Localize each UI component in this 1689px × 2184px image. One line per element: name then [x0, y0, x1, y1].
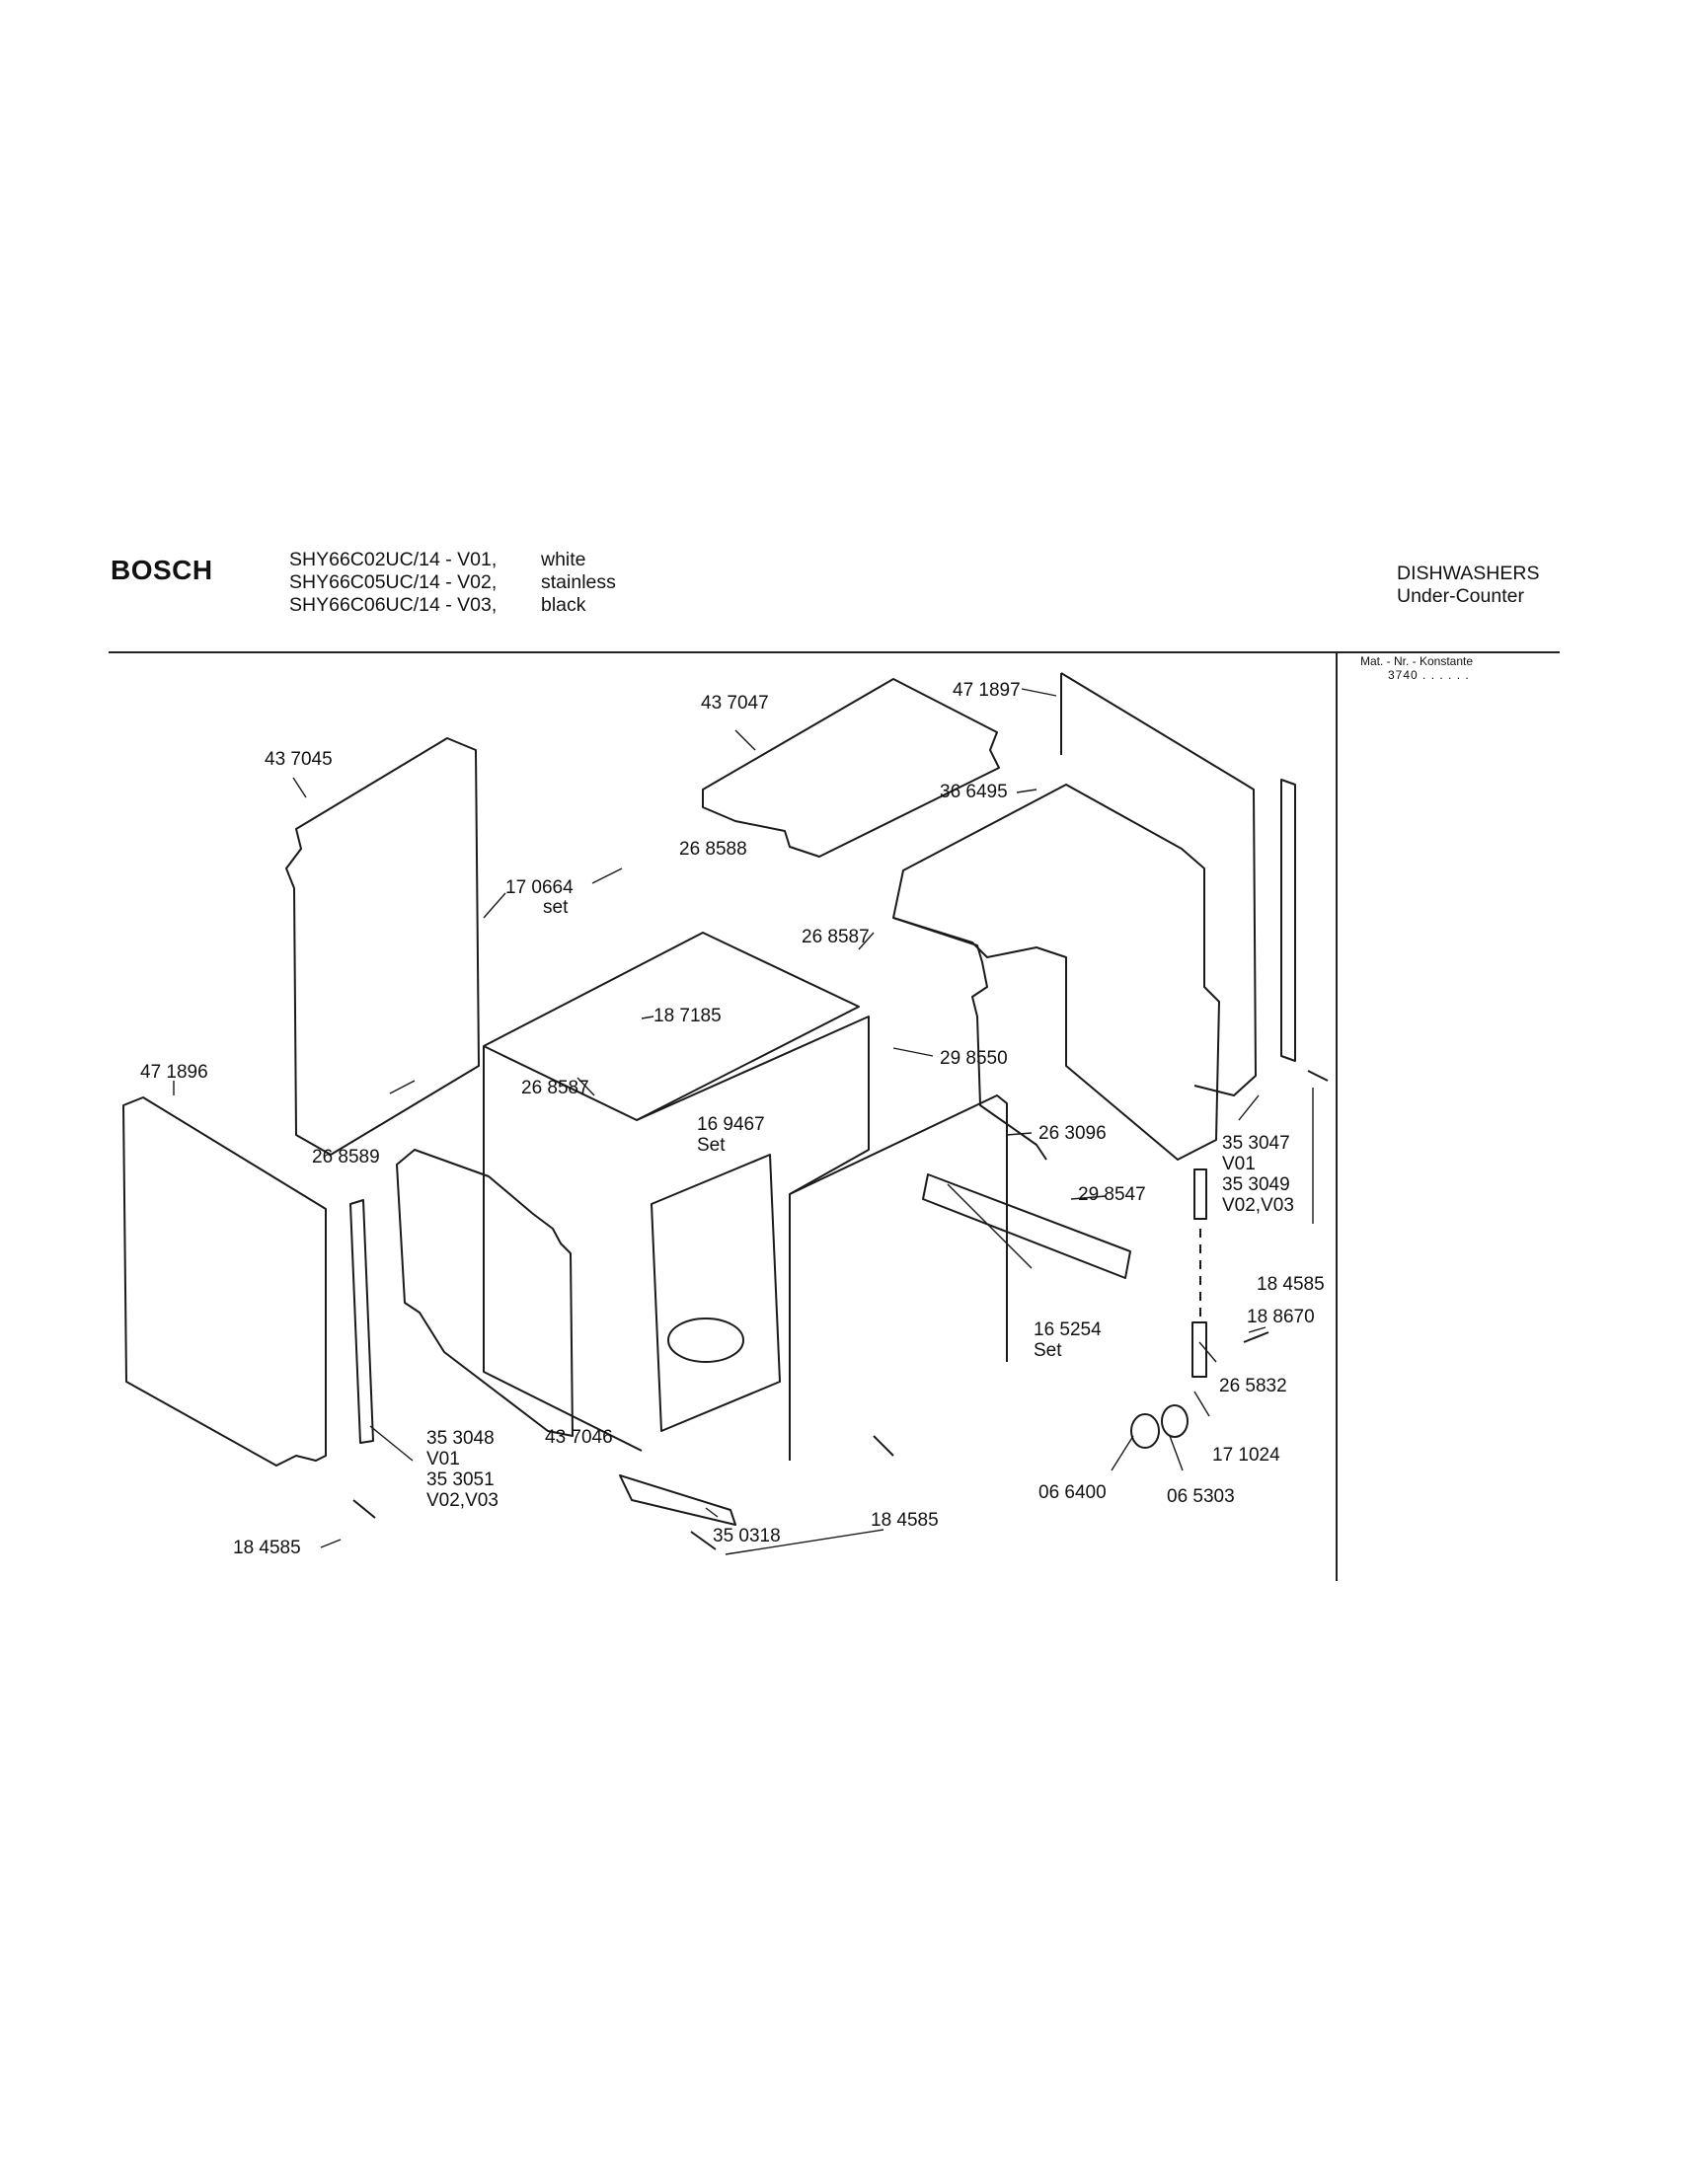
part-label-298547: 29 8547 [1078, 1184, 1146, 1205]
diagram-drawing [122, 672, 1329, 1555]
color-line: stainless [541, 571, 616, 593]
part-label-188670: 18 8670 [1247, 1307, 1315, 1327]
mat-value: 3740 . . . . . . [1388, 668, 1470, 682]
part-label-268587-lower: 26 8587 [521, 1078, 589, 1098]
hose-upper [1193, 1168, 1207, 1220]
part-label-263096: 26 3096 [1038, 1123, 1107, 1144]
color-line: white [541, 549, 586, 570]
part-label-187185: 18 7185 [653, 1006, 722, 1026]
screw-right [1307, 1070, 1329, 1082]
back-side-panel [1060, 672, 1257, 1096]
brand-logo: BOSCH [111, 555, 213, 585]
screw-bottom-right [873, 1435, 894, 1457]
part-label-437047: 43 7047 [701, 693, 769, 714]
left-trim-strip [349, 1199, 374, 1444]
model-list: SHY66C02UC/14 - V01, SHY66C05UC/14 - V02… [289, 549, 497, 617]
model-line: SHY66C02UC/14 - V01, [289, 549, 498, 570]
part-label-184585-bottom: 18 4585 [871, 1510, 939, 1531]
nut-ring [1161, 1404, 1189, 1438]
part-label-066400: 06 6400 [1038, 1482, 1107, 1503]
top-cover-panel [702, 678, 1000, 858]
color-list: white stainless black [541, 549, 616, 617]
screw-left-bottom [352, 1499, 376, 1519]
category-line: Under-Counter [1397, 585, 1524, 607]
hose-lower [1191, 1321, 1207, 1378]
category-line: DISHWASHERS [1397, 563, 1540, 584]
door-bracket [922, 1173, 1131, 1279]
side-divider [1336, 653, 1338, 1581]
tub-inner [651, 1154, 781, 1432]
part-label-184585-left: 18 4585 [233, 1538, 301, 1558]
header-divider [109, 651, 1560, 653]
screw-bottom-middle [690, 1531, 717, 1550]
part-label-268589: 26 8589 [312, 1147, 380, 1167]
part-label-471897: 47 1897 [953, 680, 1021, 701]
part-label-268588: 26 8588 [679, 839, 747, 860]
model-line: SHY66C06UC/14 - V03, [289, 594, 498, 616]
part-label-268587-upper: 26 8587 [802, 927, 870, 947]
color-line: black [541, 594, 586, 616]
tub-front-frame [636, 1016, 870, 1362]
leader-lines [173, 688, 1314, 1555]
tub-top [483, 932, 860, 1121]
part-label-366495: 36 6495 [940, 782, 1008, 802]
right-insulation-panel [892, 784, 1220, 1161]
material-constant: Mat. - Nr. - Konstante 3740 . . . . . . [1360, 654, 1473, 682]
model-line: SHY66C05UC/14 - V02, [289, 571, 498, 593]
left-outer-panel [122, 1096, 327, 1467]
tub-left [483, 1046, 643, 1452]
part-label-437045: 43 7045 [265, 749, 333, 770]
left-side-panel [285, 737, 480, 1156]
front-panel [396, 1149, 574, 1437]
product-category: DISHWASHERS Under-Counter [1397, 563, 1539, 608]
part-label-350318: 35 0318 [713, 1526, 781, 1546]
part-label-265832: 26 5832 [1219, 1376, 1287, 1396]
part-label-184585-right: 18 4585 [1257, 1274, 1325, 1295]
part-label-298550: 29 8550 [940, 1048, 1008, 1069]
part-label-065303: 06 5303 [1167, 1486, 1235, 1507]
right-insulation-inner [892, 917, 1047, 1161]
part-label-171024: 17 1024 [1212, 1445, 1280, 1466]
part-label-437046: 43 7046 [545, 1427, 613, 1448]
washer-ring [1130, 1413, 1160, 1449]
right-trim-strip [1280, 779, 1296, 1062]
tub-drain [667, 1318, 744, 1363]
mat-label: Mat. - Nr. - Konstante [1360, 654, 1474, 668]
part-label-471896: 47 1896 [140, 1062, 208, 1083]
screw-valve [1243, 1331, 1269, 1343]
door-seal-frame [789, 1094, 1008, 1362]
part-labels: 43 7047 47 1897 43 7045 36 6495 26 8588 … [140, 680, 1325, 1558]
bottom-rail [619, 1474, 736, 1526]
